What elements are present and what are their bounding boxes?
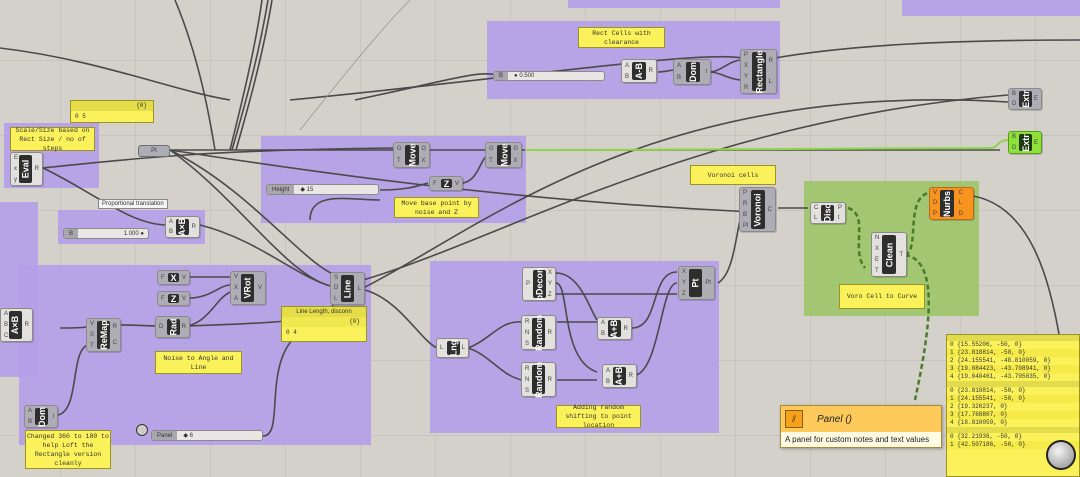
panel-path: {0} [71, 101, 153, 111]
component-unit-x[interactable]: F X V [157, 270, 190, 285]
panel-point-row: 0 {32.21936, -50, 0} [950, 433, 1023, 440]
note-voronoi-cells[interactable]: Voronoi cells [690, 165, 776, 185]
slider-value: ◆ 6 [183, 433, 193, 439]
wire [235, 0, 273, 151]
group-top-strip[interactable] [568, 0, 780, 8]
note-voro-to-curve[interactable]: Voro Cell to Curve [839, 284, 925, 309]
wire [964, 194, 1061, 341]
slider-value: 1.000 ● [123, 230, 144, 237]
panel-point-row: 1 {42.507186, -50, 0} [947, 441, 1079, 449]
panel-point-row: 2 {24.155541, -48.810059, 0} [950, 357, 1051, 364]
slider-panel-6[interactable]: Panel ◆ 6 [151, 430, 263, 441]
panel-point-row: 3 {17.768807, 0} [947, 411, 1079, 419]
component-tooltip: ⫽ Panel () A panel for custom notes and … [780, 405, 942, 448]
panel-top[interactable]: {0} 0 5 [70, 100, 154, 123]
panel-points[interactable]: 0 {15.55206, -50, 0} 1 {23.818814, -50, … [946, 334, 1080, 477]
panel-icon: ⫽ [785, 410, 803, 428]
wire [174, 0, 216, 151]
tooltip-proportional: Proportional translation [98, 199, 168, 209]
panel-point-row: 3 {19.084423, -43.708941, 0} [947, 365, 1079, 373]
component-rad[interactable]: D Rad R [155, 316, 190, 338]
wire [231, 0, 269, 151]
param-pt[interactable]: Pt [138, 145, 170, 157]
note-random-shift[interactable]: Adding random shifting to point location [556, 404, 641, 429]
wire [354, 72, 497, 101]
slider-b-1000[interactable]: B 1.000 ● [63, 228, 149, 239]
component-lng[interactable]: L Lng L [436, 338, 469, 358]
slider-value: ◆ 15 [300, 187, 314, 193]
wire [364, 289, 438, 349]
panel-line-length[interactable]: Line Length, disconn {0} 0 4 [281, 306, 367, 342]
slider-height[interactable]: Height ◆ 15 [266, 184, 379, 195]
note-move-base[interactable]: Move base point by noise and Z [394, 197, 479, 218]
panel-path: {0} [282, 317, 366, 327]
panel-point-row: 1 {23.818814, -50, 0} [947, 349, 1079, 357]
wire-thin [299, 0, 411, 131]
note-rect-cells[interactable]: Rect Cells with clearance [578, 27, 665, 48]
panel-point-row: 2 {19.326237, 0} [950, 403, 1008, 410]
panel-value: 0 5 [75, 113, 86, 120]
note-scale[interactable]: Scale/Size based on Rect Size / no of st… [10, 127, 95, 152]
panel-point-row: 1 {24.155541, -50, 0} [947, 395, 1079, 403]
panel-point-row: 4 {19.040461, -43.705835, 0} [950, 373, 1051, 380]
component-unit-z[interactable]: F Z V [157, 291, 190, 306]
panel-point-row: 0 {23.818814, -50, 0} [950, 387, 1026, 394]
panel-title: Line Length, disconn [282, 307, 366, 317]
slider-value: ● 0.500 [514, 73, 535, 79]
navigation-wheel[interactable] [1046, 440, 1076, 470]
wire-selected [524, 139, 1011, 151]
wire [774, 39, 1080, 59]
panel-value: 0 4 [286, 329, 297, 336]
note-changed-360[interactable]: Changed 360 to 180 to help Loft the Rect… [25, 430, 111, 469]
group-top-right[interactable] [902, 0, 1080, 16]
wire [0, 47, 231, 101]
slider-b-0500[interactable]: B ● 0.500 [493, 71, 605, 81]
tooltip-title: Panel () [817, 413, 853, 425]
component-unit-z-top[interactable]: F Z V [429, 176, 463, 191]
tooltip-description: A panel for custom notes and text values [781, 432, 941, 447]
navigation-wheel-small[interactable] [136, 424, 148, 436]
panel-point-row: 0 {15.55206, -50, 0} [950, 341, 1023, 348]
panel-point-row: 4 {18.810059, 0} [950, 419, 1008, 426]
note-noise-angle[interactable]: Noise to Angle and Line [155, 351, 242, 374]
wire [229, 0, 263, 151]
